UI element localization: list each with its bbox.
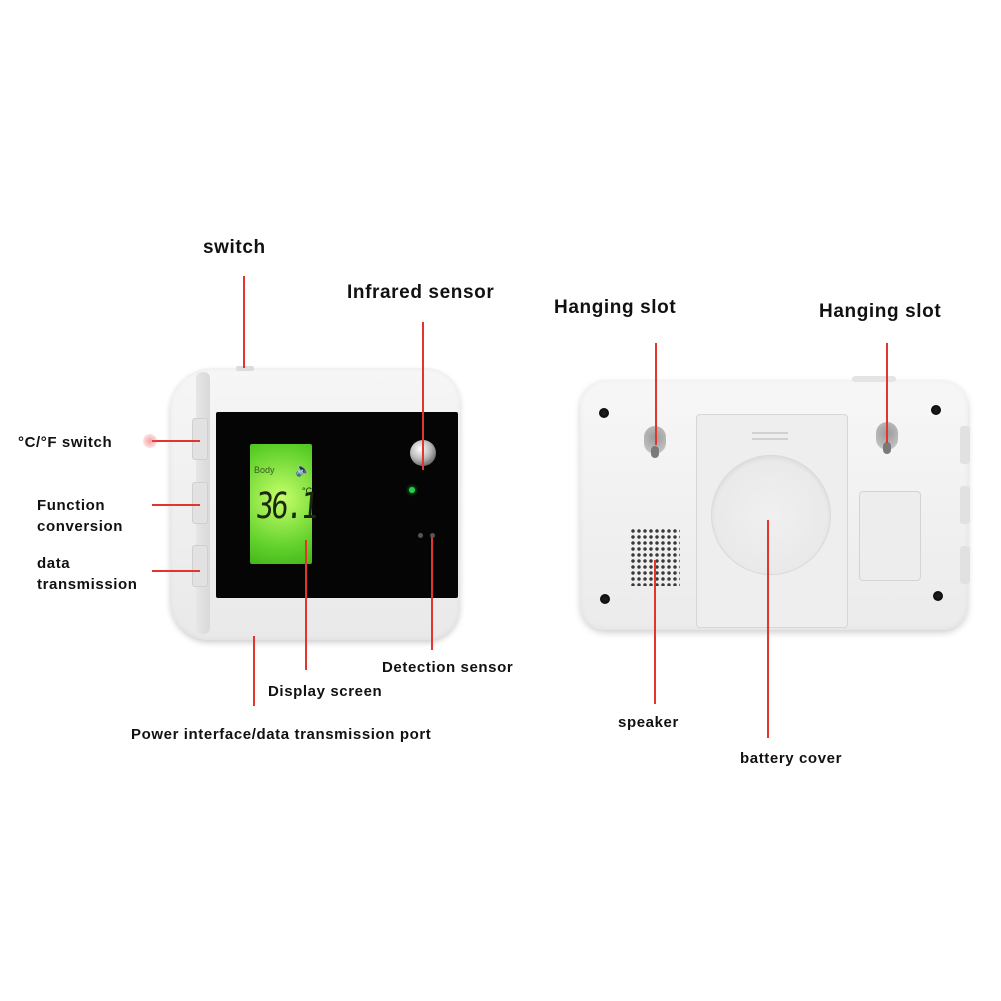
back-label-area: [859, 491, 921, 581]
display-mode: Body: [254, 465, 275, 475]
callout-line-power-port: [253, 636, 255, 706]
label-detection-sensor: Detection sensor: [382, 659, 514, 676]
label-data-line1: data: [37, 555, 71, 572]
label-function-line2: conversion: [37, 518, 124, 535]
battery-cover-circle: [712, 456, 830, 574]
callout-line-detection: [431, 537, 433, 650]
power-switch[interactable]: [236, 366, 254, 371]
label-hanging-slot-right: Hanging slot: [819, 301, 942, 322]
callout-line-unit-switch: [152, 440, 200, 442]
hanging-slot-right-hole: [883, 442, 891, 454]
label-infrared-sensor: Infrared sensor: [347, 282, 495, 303]
label-display-screen: Display screen: [268, 683, 383, 700]
callout-line-hanging-left: [655, 343, 657, 445]
label-power-port: Power interface/data transmission port: [131, 726, 432, 743]
screw-icon: [933, 591, 943, 601]
callout-line-data: [152, 570, 200, 572]
back-side-tab: [960, 546, 970, 584]
battery-cover-notch: [752, 432, 788, 440]
display-unit: °C: [302, 486, 313, 496]
label-battery-cover: battery cover: [740, 750, 843, 767]
volume-icon: 🔈: [295, 462, 312, 477]
unit-switch-button[interactable]: [192, 418, 208, 460]
status-led: [409, 487, 415, 493]
callout-line-battery: [767, 520, 769, 738]
callout-line-infrared: [422, 322, 424, 470]
hanging-slot-left-hole: [651, 446, 659, 458]
label-data-line2: transmission: [37, 576, 138, 593]
label-switch: switch: [203, 237, 266, 258]
callout-line-switch: [243, 276, 245, 368]
label-speaker: speaker: [618, 714, 679, 731]
label-temp-unit-switch: °C/°F switch: [18, 434, 113, 451]
back-side-tab: [960, 426, 970, 464]
function-conversion-button[interactable]: [192, 482, 208, 524]
back-side-tab: [960, 486, 970, 524]
data-transmission-button[interactable]: [192, 545, 208, 587]
callout-line-display: [305, 540, 307, 670]
screw-icon: [599, 408, 609, 418]
label-hanging-slot-left: Hanging slot: [554, 297, 677, 318]
label-function-line1: Function: [37, 497, 106, 514]
callout-line-hanging-right: [886, 343, 888, 443]
display-screen: [250, 444, 312, 564]
top-edge-detail: [852, 376, 896, 382]
callout-glow: [143, 434, 157, 448]
detection-sensor-dot: [430, 533, 435, 538]
screw-icon: [600, 594, 610, 604]
callout-line-speaker: [654, 560, 656, 704]
detection-sensor-dot: [418, 533, 423, 538]
screw-icon: [931, 405, 941, 415]
callout-line-function: [152, 504, 200, 506]
